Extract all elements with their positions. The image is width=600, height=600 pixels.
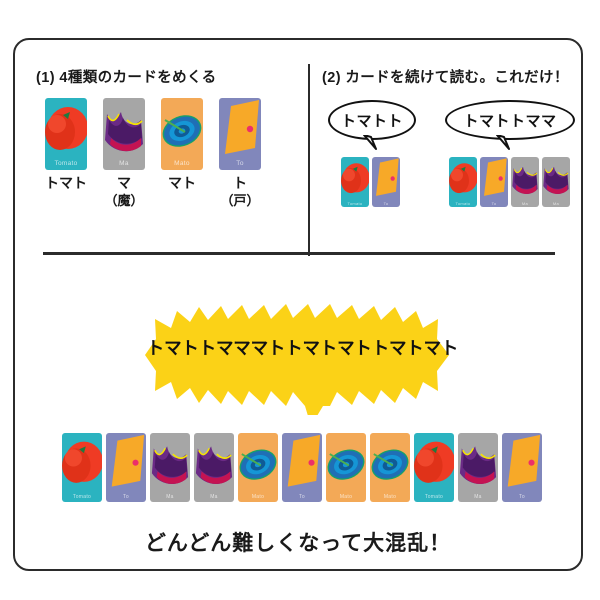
tomato-art: [45, 98, 87, 170]
card-devil[interactable]: Ma: [103, 98, 145, 170]
illustration-frame: (1) 4種類のカードをめくる Tomato: [13, 38, 583, 571]
card-tomato[interactable]: Tomato: [414, 433, 454, 502]
card-devil[interactable]: Ma: [458, 433, 498, 502]
vertical-divider: [308, 64, 310, 256]
example-2-card-group: Tomato To: [449, 157, 570, 207]
target-art: [370, 433, 410, 502]
card-label-tomato-main: トマト: [45, 175, 87, 191]
panel-2-heading: (2) カードを続けて読む。これだけ！: [322, 70, 569, 86]
target-art: [326, 433, 366, 502]
card-devil[interactable]: Ma: [511, 157, 539, 207]
panel-1-heading: (1) 4種類のカードをめくる: [36, 70, 217, 86]
speech-bubble-1: トマトト: [328, 100, 416, 150]
tomato-art: [449, 157, 477, 207]
card-label-target: マト: [153, 175, 211, 193]
example-1-card-group: Tomato To: [341, 157, 400, 207]
target-art: [161, 98, 203, 170]
card-door[interactable]: To: [372, 157, 400, 207]
card-target[interactable]: Mato: [161, 98, 203, 170]
devil-art: [194, 433, 234, 502]
speech-bubble-2: トマトトママ: [445, 100, 575, 150]
card-door[interactable]: To: [282, 433, 322, 502]
card-devil[interactable]: Ma: [542, 157, 570, 207]
card-target[interactable]: Mato: [238, 433, 278, 502]
door-art: [502, 433, 542, 502]
devil-art: [150, 433, 190, 502]
bottom-caption: どんどん難しくなって大混乱！: [144, 532, 452, 555]
devil-art: [511, 157, 539, 207]
card-label-target-main: マト: [168, 175, 196, 191]
card-target[interactable]: Mato: [370, 433, 410, 502]
devil-art: [458, 433, 498, 502]
card-label-devil-sub: （魔）: [104, 192, 144, 208]
speech-bubble-2-text: トマトトママ: [463, 112, 557, 130]
card-target[interactable]: Mato: [326, 433, 366, 502]
bottom-section: トマトトマママトトマトマトトマトマト Tomato: [15, 255, 581, 573]
speech-bubble-1-text: トマトト: [340, 112, 403, 130]
card-tomato[interactable]: Tomato: [62, 433, 102, 502]
horizontal-divider: [43, 252, 555, 255]
card-door[interactable]: To: [480, 157, 508, 207]
door-art: [219, 98, 261, 170]
door-art: [480, 157, 508, 207]
speech-bubble-2-tail: [495, 135, 510, 150]
speech-bubble-1-tail: [362, 135, 377, 150]
tomato-art: [62, 433, 102, 502]
card-devil[interactable]: Ma: [150, 433, 190, 502]
devil-art: [542, 157, 570, 207]
door-art: [106, 433, 146, 502]
card-door[interactable]: To: [502, 433, 542, 502]
card-label-devil: マ （魔）: [95, 175, 153, 209]
devil-art: [103, 98, 145, 170]
card-tomato[interactable]: Tomato: [45, 98, 87, 170]
tomato-art: [414, 433, 454, 502]
card-label-door: ト （戸）: [211, 175, 269, 209]
card-tomato[interactable]: Tomato: [449, 157, 477, 207]
card-label-door-main: ト: [233, 175, 247, 191]
card-door[interactable]: To: [219, 98, 261, 170]
bottom-card-row: Tomato To: [62, 433, 542, 502]
door-art: [282, 433, 322, 502]
target-art: [238, 433, 278, 502]
card-label-devil-main: マ: [117, 175, 131, 191]
door-art: [372, 157, 400, 207]
card-label-tomato: トマト: [37, 175, 95, 193]
card-door[interactable]: To: [106, 433, 146, 502]
tomato-art: [341, 157, 369, 207]
starburst-shape: [145, 304, 449, 415]
card-tomato[interactable]: Tomato: [341, 157, 369, 207]
panel-1-card-row: Tomato Ma: [45, 98, 261, 170]
starburst-bubble: トマトトマママトトマトマトトマトマト: [125, 295, 480, 415]
top-section: (1) 4種類のカードをめくる Tomato: [15, 40, 581, 270]
card-label-door-sub: （戸）: [220, 192, 260, 208]
card-devil[interactable]: Ma: [194, 433, 234, 502]
